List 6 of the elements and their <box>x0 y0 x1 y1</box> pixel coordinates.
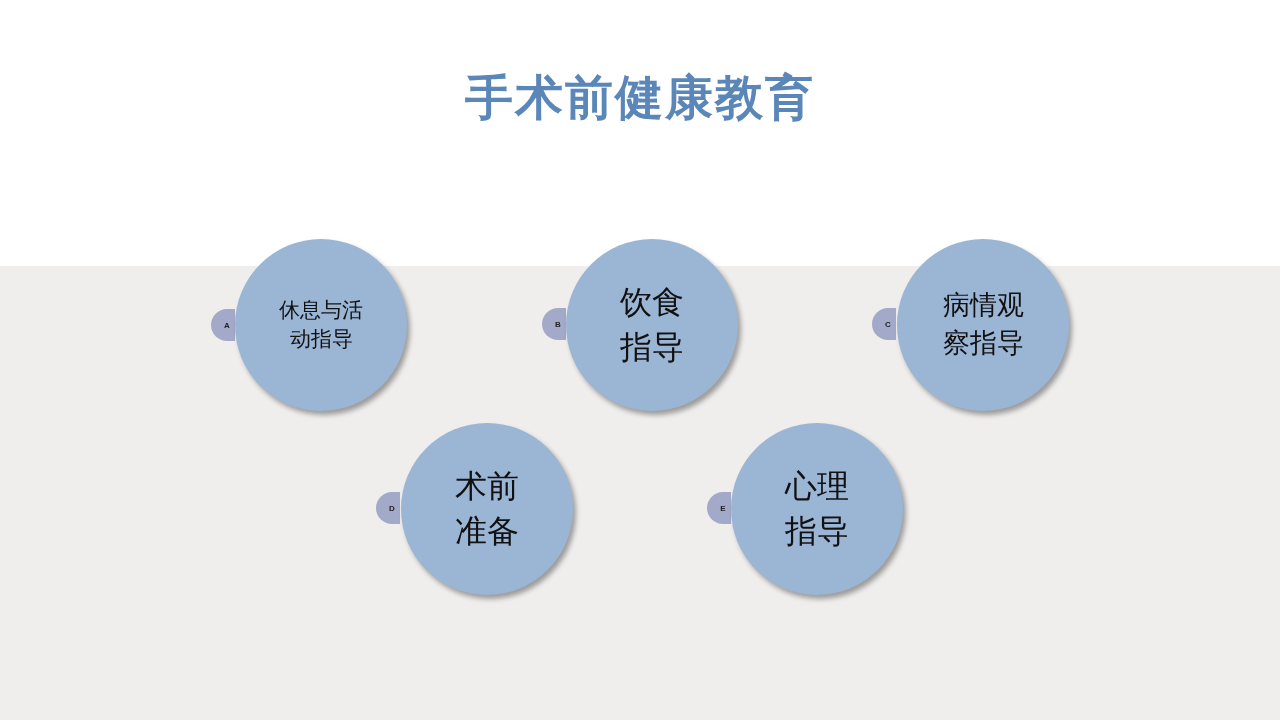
topic-text: 病情观察指导 <box>941 289 1025 360</box>
topic-text: 心理指导 <box>783 467 850 551</box>
topic-text: 休息与活动指导 <box>278 296 364 353</box>
topic-text: 术前准备 <box>454 467 520 551</box>
topic-text: 饮食指导 <box>619 283 685 367</box>
title: 手术前健康教育 <box>464 70 816 126</box>
